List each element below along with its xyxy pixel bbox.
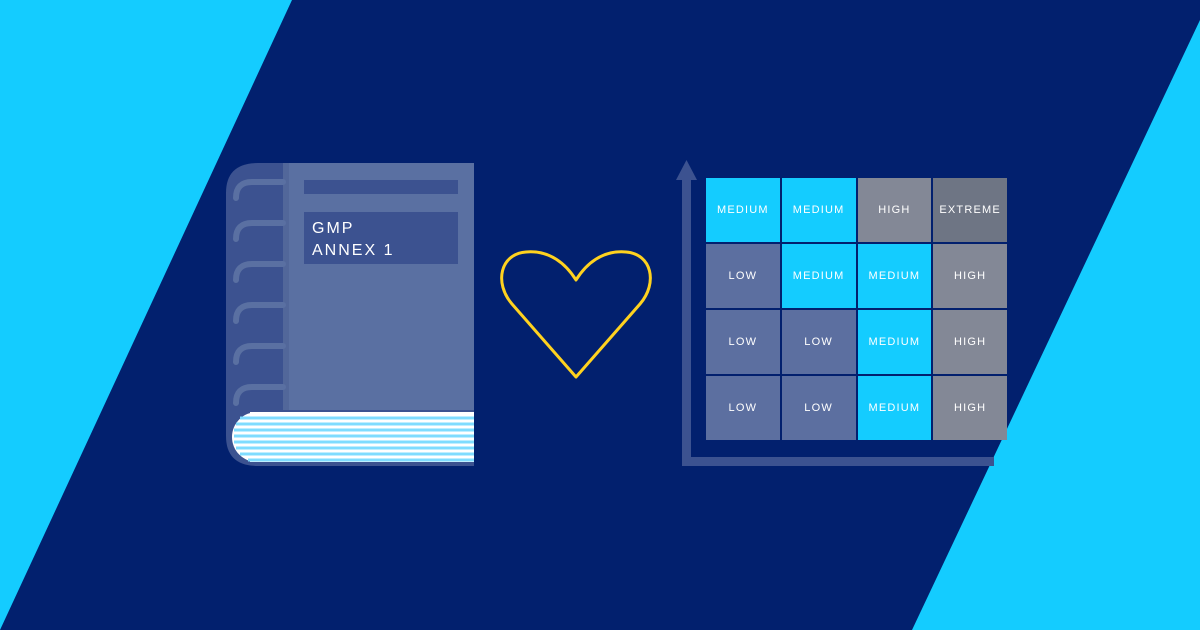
- matrix-row: MEDIUM MEDIUM HIGH EXTREME: [706, 178, 1007, 242]
- matrix-cell: LOW: [781, 310, 856, 374]
- book-title-plate: [304, 212, 458, 264]
- matrix-cell: MEDIUM: [781, 244, 856, 308]
- matrix-axes: [676, 160, 994, 466]
- matrix-cell: MEDIUM: [857, 244, 932, 308]
- matrix-cell: MEDIUM: [706, 178, 780, 242]
- matrix-cell: LOW: [706, 376, 780, 440]
- left-accent-stripe: [0, 0, 292, 630]
- matrix-cell: MEDIUM: [857, 376, 932, 440]
- matrix-cell: LOW: [706, 310, 780, 374]
- book-front-cover: [283, 163, 474, 410]
- matrix-cell: HIGH: [933, 244, 1007, 308]
- matrix-cell: LOW: [781, 376, 856, 440]
- y-axis: [682, 178, 691, 466]
- book-icon: [226, 163, 474, 466]
- matrix-cell: LOW: [706, 244, 780, 308]
- matrix-cell: MEDIUM: [781, 178, 856, 242]
- right-accent-stripe: [912, 20, 1200, 630]
- matrix-cell: EXTREME: [933, 178, 1007, 242]
- matrix-row: LOW LOW MEDIUM HIGH: [706, 310, 1007, 374]
- arrow-up-icon: [676, 160, 697, 180]
- matrix-cell: HIGH: [857, 178, 932, 242]
- book-title-line-2: ANNEX 1: [312, 242, 395, 259]
- book-title-line-1: GMP: [312, 220, 355, 237]
- book-page-lines: [234, 416, 474, 462]
- risk-matrix: MEDIUM MEDIUM HIGH EXTREME LOW MEDIUM ME…: [706, 178, 1007, 440]
- heart-icon: [500, 250, 652, 379]
- x-axis: [682, 457, 994, 466]
- book-binder-rings: [233, 179, 286, 406]
- matrix-cell: MEDIUM: [857, 310, 932, 374]
- matrix-cell: HIGH: [933, 310, 1007, 374]
- book-cover-bar: [304, 180, 458, 194]
- matrix-row: LOW LOW MEDIUM HIGH: [706, 376, 1007, 440]
- matrix-cell: HIGH: [933, 376, 1007, 440]
- matrix-row: LOW MEDIUM MEDIUM HIGH: [706, 244, 1007, 308]
- book-title: GMP ANNEX 1: [312, 218, 452, 262]
